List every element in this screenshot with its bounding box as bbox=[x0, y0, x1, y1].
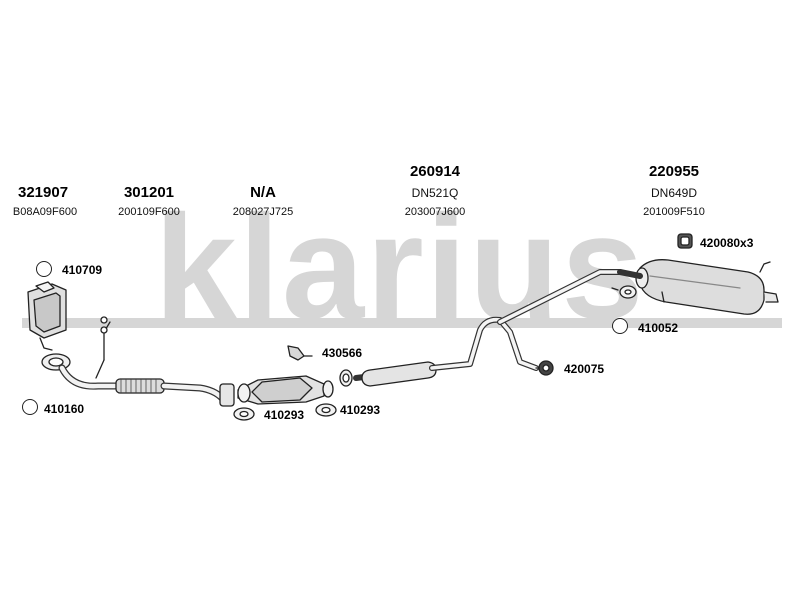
ref-430566[interactable]: 430566 bbox=[322, 346, 363, 360]
rubber-mount-420080 bbox=[677, 233, 693, 249]
ref-410160[interactable]: 410160 bbox=[44, 402, 85, 416]
part-sub-301201: 200109F600 bbox=[118, 206, 180, 218]
part-code-260914: 260914 bbox=[409, 163, 461, 180]
part-sub-260914: 203007J600 bbox=[404, 206, 466, 218]
rubber-mount-420075 bbox=[535, 360, 554, 376]
ref-410293-b[interactable]: 410293 bbox=[340, 403, 381, 417]
ring-410160 bbox=[22, 399, 38, 415]
front-pipe bbox=[58, 316, 235, 407]
part-sub-na: 208027J725 bbox=[232, 206, 294, 218]
part-sub-220955: 201009F510 bbox=[643, 206, 705, 218]
middle-clamp bbox=[339, 369, 353, 387]
part-code-301201: 301201 bbox=[123, 184, 175, 201]
ref-410052[interactable]: 410052 bbox=[638, 321, 679, 335]
gasket-410293-a bbox=[233, 407, 255, 421]
rear-silencer bbox=[611, 259, 779, 315]
gasket-410293-b bbox=[315, 403, 337, 417]
ring-410709 bbox=[36, 261, 52, 277]
ref-420080[interactable]: 420080x3 bbox=[700, 236, 754, 250]
part-code-321907: 321907 bbox=[18, 184, 69, 201]
watermark-underline bbox=[22, 318, 782, 328]
ref-410293-a[interactable]: 410293 bbox=[264, 408, 305, 422]
part-code-220955: 220955 bbox=[648, 163, 700, 180]
ref-410709[interactable]: 410709 bbox=[62, 263, 103, 277]
manifold-flange bbox=[41, 353, 71, 371]
sensor-430566 bbox=[287, 345, 313, 361]
part-sub-321907: B08A09F600 bbox=[12, 206, 78, 218]
ring-410052 bbox=[612, 318, 628, 334]
part-dn-260914: DN521Q bbox=[411, 186, 459, 200]
catalytic-converter bbox=[237, 375, 334, 405]
manifold-catalyst bbox=[27, 281, 67, 351]
ref-420075[interactable]: 420075 bbox=[564, 362, 605, 376]
part-code-na: N/A bbox=[250, 184, 276, 201]
part-dn-220955: DN649D bbox=[650, 186, 698, 200]
middle-silencer bbox=[353, 269, 623, 387]
